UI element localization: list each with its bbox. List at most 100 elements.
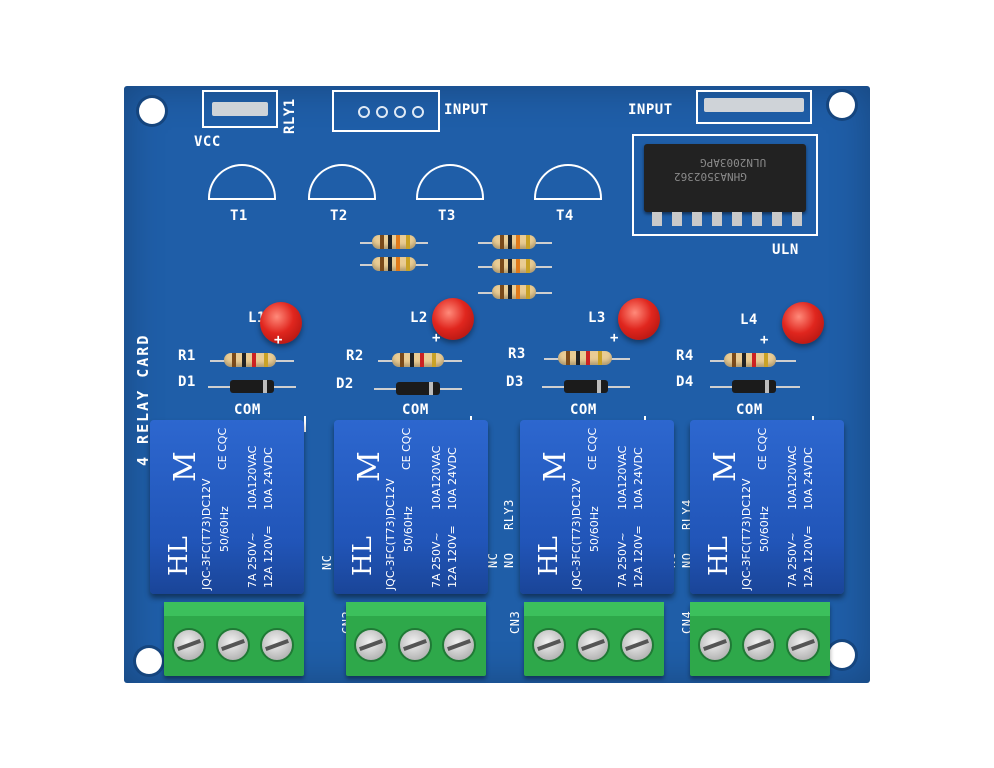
screw [742,628,776,662]
ic-pin [732,212,742,226]
t3-label: T3 [438,208,456,224]
relay-brand-symbol: M [708,451,743,482]
ic-pin [792,212,802,226]
relay-rating-ac: 10A120VAC [246,445,259,510]
plus-sign-2: + [432,330,441,346]
ic-pin [712,212,722,226]
relay-rating-ac: 10A120VAC [786,445,799,510]
resistor [492,285,536,299]
cn3-label: CN3 [508,610,522,634]
resistor-r2 [392,353,444,367]
relay-cert: CE CQC [586,427,599,470]
d2-label: D2 [336,376,354,392]
r2-label: R2 [346,348,364,364]
t1-label: T1 [230,208,248,224]
uln2003-ic: ULN2003APG GHNA3502362 [644,144,806,212]
screw [442,628,476,662]
r4-label: R4 [676,348,694,364]
relay-rating-dc: 10A 24VDC [262,447,275,510]
terminal-block-3 [524,602,664,676]
relay-model: JQC-3FC(T73)DC12V [740,478,753,590]
screw [216,628,250,662]
screw [532,628,566,662]
led-l4 [782,302,824,344]
silk-line [304,416,306,432]
transistor-t1-outline [208,164,276,200]
relay-model: JQC-3FC(T73)DC12V [200,478,213,590]
transistor-t2-base [308,198,376,200]
relay-rating-dc: 10A 24VDC [446,447,459,510]
com-label-3: COM [570,402,597,418]
relay-freq: 50/60Hz [588,506,601,552]
relay-rating-a: 7A 250V~ [616,532,629,588]
l4-label: L4 [740,312,758,328]
screw [172,628,206,662]
ic-marking-2: GHNA3502362 [674,170,747,183]
relay-rating-a: 7A 250V~ [430,532,443,588]
plus-sign-1: + [274,332,283,348]
relay-rating-a: 7A 250V~ [786,532,799,588]
screw [698,628,732,662]
terminal-block-2 [346,602,486,676]
relay-rating-dc: 10A 24VDC [632,447,645,510]
input-label-left: INPUT [444,102,489,118]
led-l3 [618,298,660,340]
diode-d1 [230,380,274,393]
com-label-1: COM [234,402,261,418]
relay-freq: 50/60Hz [402,506,415,552]
relay-cert: CE CQC [756,427,769,470]
l3-label: L3 [588,310,606,326]
pin [412,106,424,118]
ic-pin [772,212,782,226]
relay-brand-symbol: M [352,451,387,482]
relay-rating-ac: 10A120VAC [616,445,629,510]
diode-d3 [564,380,608,393]
led-l2 [432,298,474,340]
transistor-t3-outline [416,164,484,200]
resistor-r1 [224,353,276,367]
input-header-right [696,90,812,124]
vcc-label: VCC [194,134,221,150]
relay-rating-a: 7A 250V~ [246,532,259,588]
screw [786,628,820,662]
terminal-block-4 [690,602,830,676]
transistor-t3-base [416,198,484,200]
transistor-t4-outline [534,164,602,200]
pin [394,106,406,118]
d4-label: D4 [676,374,694,390]
mounting-hole-bottom-left [136,648,162,674]
relay-freq: 50/60Hz [218,506,231,552]
relay-model: JQC-3FC(T73)DC12V [570,478,583,590]
resistor [372,257,416,271]
relay-brand: HL [348,536,378,576]
relay-2: M HL JQC-3FC(T73)DC12V 50/60Hz CE CQC 7A… [334,420,488,594]
relay-brand-symbol: M [168,451,203,482]
pin [358,106,370,118]
mounting-hole-top-right [829,92,855,118]
mounting-hole-top-left [139,98,165,124]
resistor [372,235,416,249]
uln-label: ULN [772,242,799,258]
ic-pin [692,212,702,226]
screw [260,628,294,662]
relay-3: M HL JQC-3FC(T73)DC12V 50/60Hz CE CQC 7A… [520,420,674,594]
relay-brand: HL [704,536,734,576]
relay-cert: CE CQC [216,427,229,470]
terminal-block-1 [164,602,304,676]
t2-label: T2 [330,208,348,224]
relay-brand: HL [164,536,194,576]
nc-label-2: NC [486,552,500,568]
plus-sign-3: + [610,330,619,346]
screw [620,628,654,662]
resistor [492,259,536,273]
rly1-label: RLY1 [282,98,298,134]
relay-cert: CE CQC [400,427,413,470]
ic-pin [752,212,762,226]
relay-brand: HL [534,536,564,576]
no-label-2: NO [502,552,516,568]
ic-pin [652,212,662,226]
led-l1 [260,302,302,344]
transistor-t1-base [208,198,276,200]
r3-label: R3 [508,346,526,362]
com-label-4: COM [736,402,763,418]
